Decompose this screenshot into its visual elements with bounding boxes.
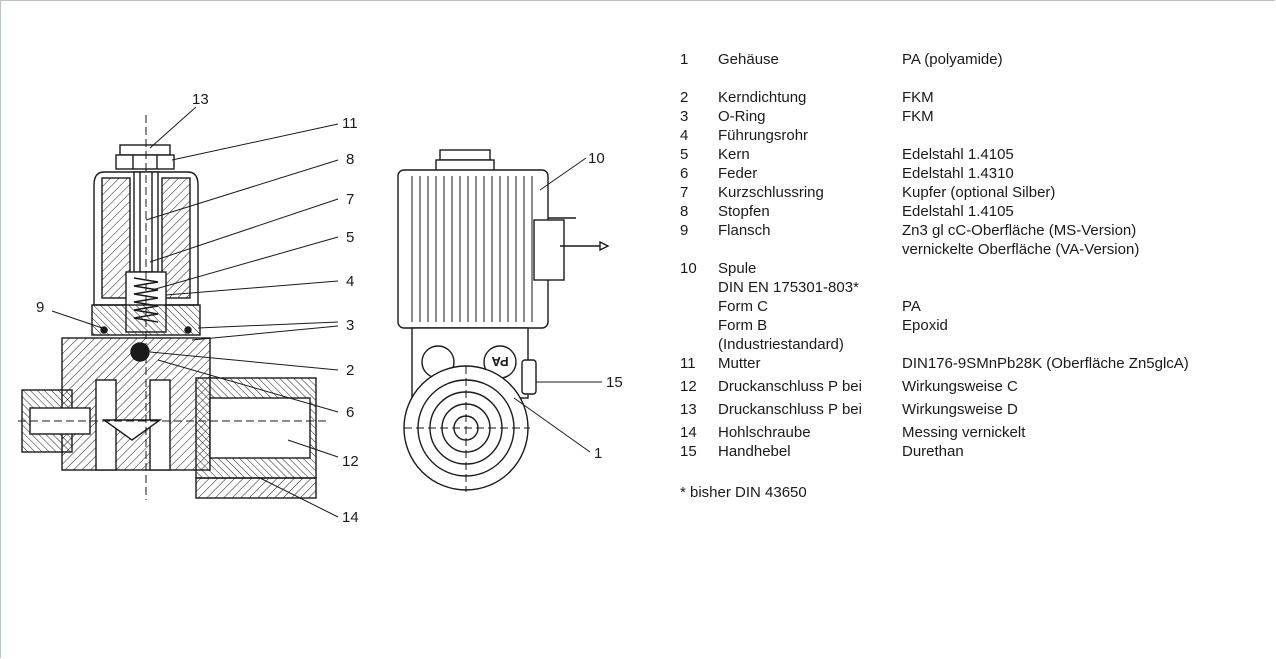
part-subname: DIN EN 175301-803* <box>718 279 859 296</box>
part-name: Druckanschluss P bei <box>718 378 862 395</box>
callout-13: 13 <box>192 91 209 108</box>
part-name: O-Ring <box>718 108 766 125</box>
part-material: Wirkungsweise C <box>902 378 1018 395</box>
part-row-12: 12 Druckanschluss P bei Wirkungsweise C <box>680 377 1260 396</box>
footnote: * bisher DIN 43650 <box>680 484 807 501</box>
part-name: Hohlschraube <box>718 424 811 441</box>
part-row-1: 1 Gehäuse PA (polyamide) <box>680 50 1260 69</box>
callout-10: 10 <box>588 150 605 167</box>
callout-5: 5 <box>346 229 354 246</box>
part-subname: (Industriestandard) <box>718 336 844 353</box>
part-material: Zn3 gl cC-Oberfläche (MS-Version) <box>902 222 1137 239</box>
callout-7: 7 <box>346 191 354 208</box>
callout-12: 12 <box>342 453 359 470</box>
part-material: FKM <box>902 89 934 106</box>
callout-14: 14 <box>342 509 359 526</box>
part-subname: Form B <box>718 317 768 334</box>
part-name: Flansch <box>718 222 771 239</box>
part-name: Führungsrohr <box>718 127 809 144</box>
spacer <box>680 69 1260 88</box>
part-row-4: 4 Führungsrohr <box>680 126 1260 145</box>
part-number: 2 <box>680 89 689 106</box>
part-row-9: 9 Flansch Zn3 gl cC-Oberfläche (MS-Versi… <box>680 221 1260 240</box>
part-number: 4 <box>680 127 689 144</box>
callout-6: 6 <box>346 404 354 421</box>
part-row-7: 7 Kurzschlussring Kupfer (optional Silbe… <box>680 183 1260 202</box>
part-number: 6 <box>680 165 689 182</box>
part-material: PA <box>902 298 921 315</box>
part-row-8: 8 Stopfen Edelstahl 1.4105 <box>680 202 1260 221</box>
part-number: 12 <box>680 378 697 395</box>
part-name: Stopfen <box>718 203 770 220</box>
part-name: Spule <box>718 260 757 277</box>
part-name: Gehäuse <box>718 51 779 68</box>
part-subname: Form C <box>718 298 768 315</box>
part-name: Druckanschluss P bei <box>718 401 862 418</box>
callout-11: 11 <box>342 115 358 132</box>
callout-numbers: 13 11 8 7 5 4 9 3 2 6 12 14 10 15 1 <box>36 91 623 526</box>
callout-8: 8 <box>346 151 354 168</box>
part-name: Kerndichtung <box>718 89 807 106</box>
part-name: Kurzschlussring <box>718 184 824 201</box>
part-material: Epoxid <box>902 317 948 334</box>
part-number: 3 <box>680 108 689 125</box>
part-row-3: 3 O-Ring FKM <box>680 107 1260 126</box>
part-material: Edelstahl 1.4105 <box>902 203 1014 220</box>
part-material: Kupfer (optional Silber) <box>902 184 1056 201</box>
part-name: Kern <box>718 146 750 163</box>
part-material: Messing vernickelt <box>902 424 1026 441</box>
part-row-10-sub-3: Form B Epoxid <box>680 316 1260 335</box>
part-row-13: 13 Druckanschluss P bei Wirkungsweise D <box>680 400 1260 419</box>
part-row-9-cont: vernickelte Oberfläche (VA-Version) <box>680 240 1260 259</box>
part-row-6: 6 Feder Edelstahl 1.4310 <box>680 164 1260 183</box>
part-number: 13 <box>680 401 697 418</box>
part-material: Edelstahl 1.4310 <box>902 165 1014 182</box>
part-row-15: 15 Handhebel Durethan <box>680 442 1260 461</box>
part-row-2: 2 Kerndichtung FKM <box>680 88 1260 107</box>
part-material: Durethan <box>902 443 964 460</box>
part-number: 7 <box>680 184 689 201</box>
part-material: FKM <box>902 108 934 125</box>
side-view: PA <box>397 149 610 492</box>
part-row-10-sub-1: DIN EN 175301-803* <box>680 278 1260 297</box>
callout-2: 2 <box>346 362 354 379</box>
section-view <box>18 115 330 500</box>
part-material: Wirkungsweise D <box>902 401 1018 418</box>
part-name: Feder <box>718 165 758 182</box>
part-number: 5 <box>680 146 689 163</box>
part-row-10: 10 Spule <box>680 259 1260 278</box>
callout-1: 1 <box>594 445 602 462</box>
part-row-10-sub-4: (Industriestandard) <box>680 335 1260 354</box>
callout-15: 15 <box>606 374 623 391</box>
callout-3: 3 <box>346 317 354 334</box>
part-number: 9 <box>680 222 689 239</box>
svg-text:PA: PA <box>491 354 509 369</box>
leader-lines <box>51 106 602 518</box>
valve-drawing: PA 13 11 8 7 5 4 9 3 2 <box>18 91 623 526</box>
part-number: 14 <box>680 424 697 441</box>
part-row-10-sub-2: Form C PA <box>680 297 1260 316</box>
callout-9: 9 <box>36 299 44 316</box>
part-material: DIN176-9SMnPb28K (Oberfläche Zn5glcA) <box>902 355 1189 372</box>
part-number: 8 <box>680 203 689 220</box>
part-number: 10 <box>680 260 697 277</box>
part-row-11: 11 Mutter DIN176-9SMnPb28K (Oberfläche Z… <box>680 354 1260 373</box>
part-material-2: vernickelte Oberfläche (VA-Version) <box>902 241 1140 258</box>
part-number: 15 <box>680 443 697 460</box>
part-number: 1 <box>680 51 689 68</box>
parts-list: 1 Gehäuse PA (polyamide) 2 Kerndichtung … <box>680 50 1260 502</box>
part-name: Mutter <box>718 355 761 372</box>
part-material: PA (polyamide) <box>902 51 1003 68</box>
part-number: 11 <box>680 355 696 372</box>
part-name: Handhebel <box>718 443 791 460</box>
part-row-14: 14 Hohlschraube Messing vernickelt <box>680 423 1260 442</box>
callout-4: 4 <box>346 273 354 290</box>
part-material: Edelstahl 1.4105 <box>902 146 1014 163</box>
part-row-5: 5 Kern Edelstahl 1.4105 <box>680 145 1260 164</box>
